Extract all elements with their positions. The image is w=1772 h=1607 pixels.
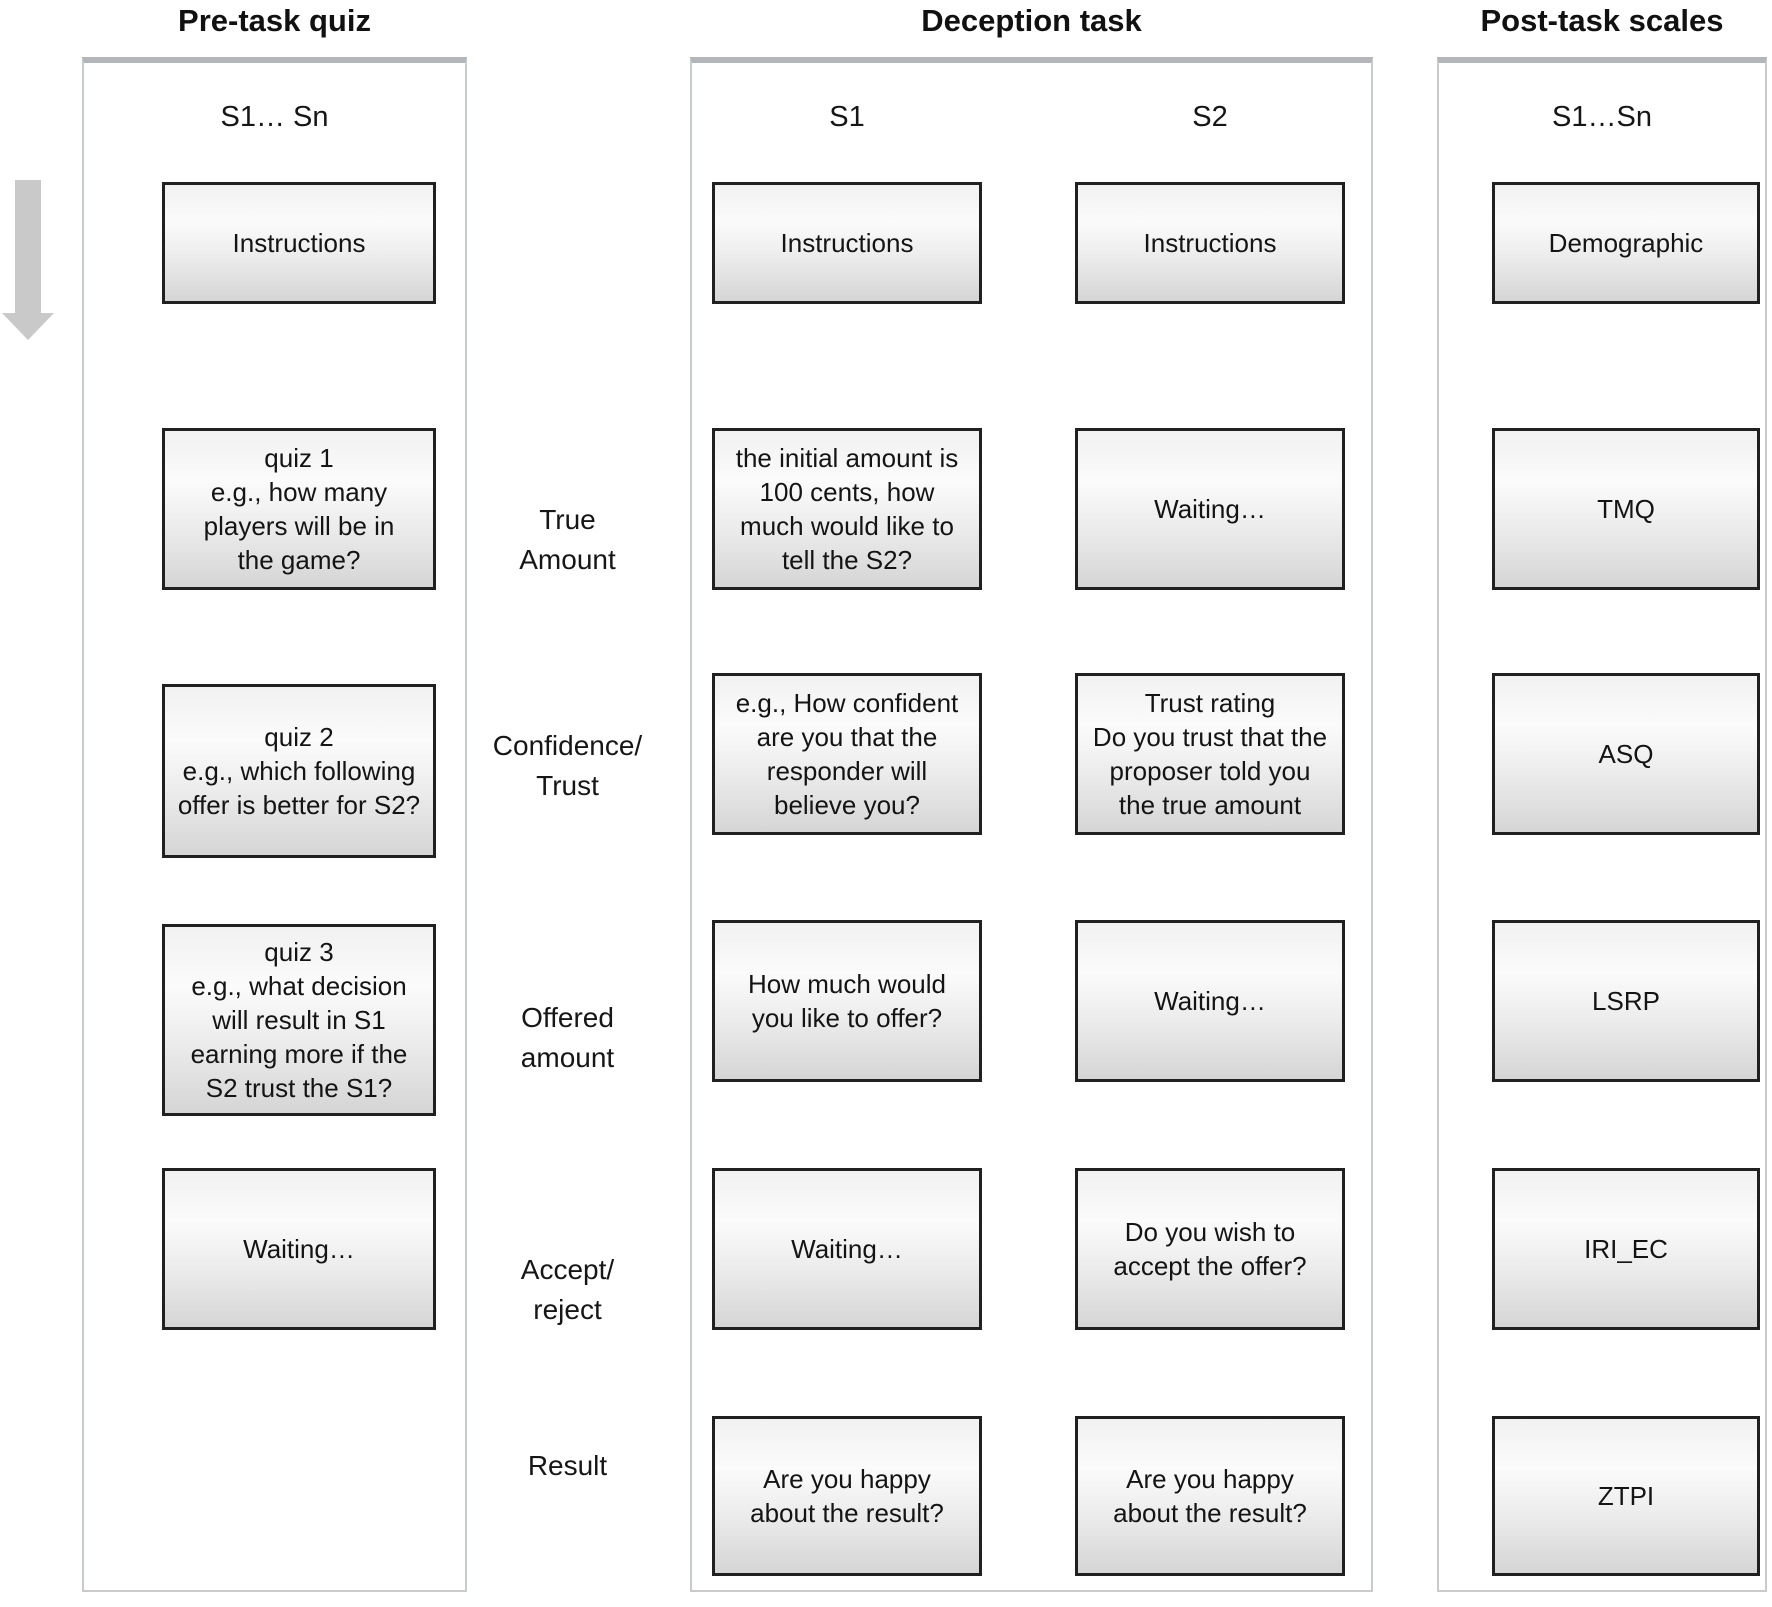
box-s1-offer: How much would you like to offer? xyxy=(712,920,982,1082)
row-label-offered-amount: Offered amount xyxy=(520,1002,615,1073)
row-label-confidence-trust: Confidence/ Trust xyxy=(492,730,643,801)
box-s2-result: Are you happy about the result? xyxy=(1075,1416,1345,1576)
post-task-title: Post-task scales xyxy=(1480,3,1724,38)
box-pre-quiz1: quiz 1 e.g., how many players will be in… xyxy=(162,428,436,590)
box-s1-waiting: Waiting… xyxy=(712,1168,982,1330)
box-post-tmq: TMQ xyxy=(1492,428,1760,590)
box-s1-result: Are you happy about the result? xyxy=(712,1416,982,1576)
box-s1-instructions: Instructions xyxy=(712,182,982,304)
box-pre-quiz3: quiz 3 e.g., what decision will result i… xyxy=(162,924,436,1116)
pre-task-title: Pre-task quiz xyxy=(178,3,371,38)
box-s2-waiting-true-amount: Waiting… xyxy=(1075,428,1345,590)
box-post-ztpi: ZTPI xyxy=(1492,1416,1760,1576)
down-arrow-head xyxy=(2,313,54,340)
box-post-asq: ASQ xyxy=(1492,673,1760,835)
box-post-lsrp: LSRP xyxy=(1492,920,1760,1082)
box-pre-waiting: Waiting… xyxy=(162,1168,436,1330)
row-label-result: Result xyxy=(527,1450,608,1481)
pre-task-subjects-label: S1… Sn xyxy=(220,101,329,133)
box-s2-accept-offer: Do you wish to accept the offer? xyxy=(1075,1168,1345,1330)
down-arrow-shaft xyxy=(15,180,41,314)
box-pre-instructions: Instructions xyxy=(162,182,436,304)
box-post-iri-ec: IRI_EC xyxy=(1492,1168,1760,1330)
box-s2-waiting-offer: Waiting… xyxy=(1075,920,1345,1082)
s2-column-label: S2 xyxy=(1192,101,1228,133)
box-s2-trust-rating: Trust rating Do you trust that the propo… xyxy=(1075,673,1345,835)
deception-task-title: Deception task xyxy=(921,3,1142,38)
box-pre-quiz2: quiz 2 e.g., which following offer is be… xyxy=(162,684,436,858)
s1-column-label: S1 xyxy=(829,101,865,133)
box-post-demographic: Demographic xyxy=(1492,182,1760,304)
box-s1-true-amount: the initial amount is 100 cents, how muc… xyxy=(712,428,982,590)
post-task-subjects-label: S1…Sn xyxy=(1552,101,1652,133)
box-s2-instructions: Instructions xyxy=(1075,182,1345,304)
box-s1-confidence: e.g., How confident are you that the res… xyxy=(712,673,982,835)
row-label-true-amount: True Amount xyxy=(519,504,616,575)
row-label-accept-reject: Accept/ reject xyxy=(520,1254,615,1325)
